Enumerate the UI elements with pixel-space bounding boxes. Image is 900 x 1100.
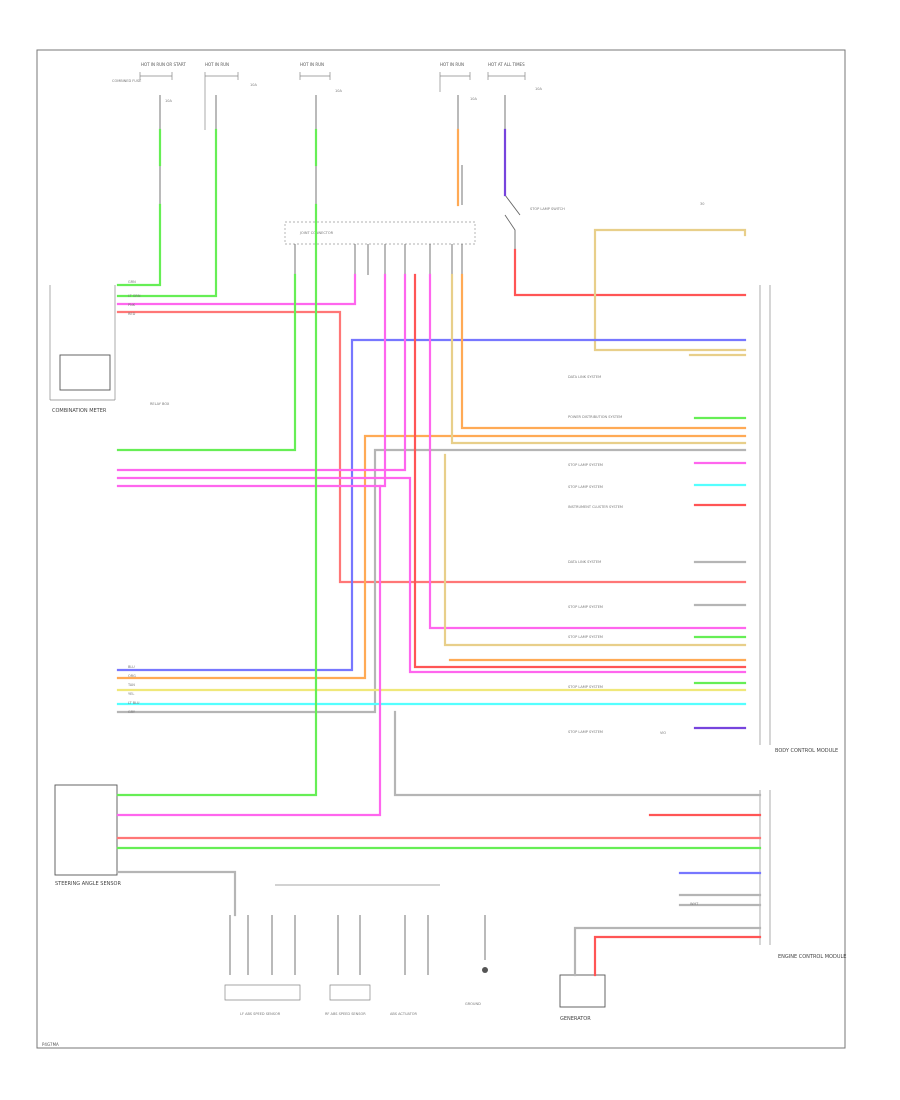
fuse-3-amp: 10A [335,89,342,93]
wire-tag-10: VIO [660,731,666,735]
wire-tan-relay [593,228,747,352]
steering-sensor-box [54,784,118,876]
top-right-ref: 30 [700,202,704,206]
wire-pink-sas [116,484,382,817]
wire-grey-sas [116,870,237,917]
wire-grey-gen [573,926,762,977]
wire-red-gen [593,935,762,977]
fuse-2-label: HOT IN RUN [205,62,229,67]
combination-meter: COMBINATION METER [49,285,116,414]
fuse-1-desc: COMBINED FUSE [112,79,141,83]
system-label-5: INSTRUMENT CLUSTER SYSTEM [568,505,623,509]
steering-angle-sensor: STEERING ANGLE SENSOR [54,784,121,887]
system-labels: DATA LINK SYSTEM POWER DISTRIBUTION SYST… [568,375,623,734]
fuse-block-3: HOT IN RUN 10A [299,62,342,93]
system-label-3: STOP LAMP SYSTEM [568,463,603,467]
wire-orange-1 [460,273,747,430]
ground-label: GROUND [465,1002,481,1006]
ground-icon [482,967,488,973]
system-label-7: STOP LAMP SYSTEM [568,605,603,609]
fuse-5-amp: 10A [535,87,542,91]
engine-control-module: ENGINE CONTROL MODULE [759,790,846,960]
bottom-sensors: LF ABS SPEED SENSOR RF ABS SPEED SENSOR … [224,884,488,1016]
system-label-2: POWER DISTRIBUTION SYSTEM [568,415,622,419]
fuse-4-amp: 10A [470,97,477,101]
wire-tag-5: BLU [128,665,135,669]
fuse-block-2: HOT IN RUN 10A [204,62,257,130]
system-label-8: STOP LAMP SYSTEM [568,635,603,639]
fuse-5-label: HOT AT ALL TIMES [488,62,525,67]
generator-box [559,974,606,1008]
fuse-1-amp: 10A [165,99,172,103]
wire-tag-3: PNK [128,303,136,307]
wire-tag-4: RED [128,312,136,316]
meter-note: RELAY BOX [150,402,170,406]
wire-blue-1 [116,338,747,672]
rf-sensor-label: RF ABS SPEED SENSOR [325,1012,366,1016]
system-label-4: STOP LAMP SYSTEM [568,485,603,489]
wire-grey-1 [116,448,747,714]
wires [116,128,762,977]
fuse-2-amp: 10A [250,83,257,87]
system-label-1: DATA LINK SYSTEM [568,375,601,379]
fuse-block-4: HOT IN RUN 10A [439,62,477,101]
footer-code: P4G7MA [42,1042,59,1047]
wire-tag-1: GRN [128,280,136,284]
wire-pink-meter [116,273,357,306]
fuse-1-label: HOT IN RUN OR START [141,62,186,67]
meter-inner [59,354,111,391]
wire-green-left [116,273,297,452]
combination-meter-label: COMBINATION METER [52,408,107,414]
diagram-frame [36,49,846,1049]
wire-tag-11: GRY [128,710,136,714]
wire-red-stop [513,248,747,297]
generator: GENERATOR [559,974,606,1022]
system-label-9: STOP LAMP SYSTEM [568,685,603,689]
actuator-label: ABS ACTUATOR [390,1012,418,1016]
wire-grey-ecm [393,710,762,797]
wire-tags: GRN LT GRN PNK RED BLU ORG TAN YEL LT BL… [127,280,699,906]
fuse-4-label: HOT IN RUN [440,62,464,67]
wire-pink-left3 [116,273,387,488]
steering-sensor-label: STEERING ANGLE SENSOR [55,881,121,887]
generator-label: GENERATOR [560,1016,591,1022]
module-label: BODY CONTROL MODULE [775,748,838,754]
wire-pink-left2 [116,476,747,674]
wire-tan-3 [450,273,747,445]
wire-pink-mod2 [428,273,747,630]
wire-tag-2: LT GRN [128,294,141,298]
wire-green-meter-top [116,203,162,287]
wire-tag-8: YEL [128,692,134,696]
stop-lamp-switch: STOP LAMP SWITCH [504,194,565,250]
module-connector-column: BODY CONTROL MODULE [759,285,838,754]
wire-tag-9: LT BLU [128,701,140,705]
stop-lamp-switch-label: STOP LAMP SWITCH [530,207,565,211]
ecm-label: ENGINE CONTROL MODULE [778,954,846,960]
wire-pink-left1 [116,273,407,472]
wire-green-meter-2 [116,128,218,298]
system-label-6: DATA LINK SYSTEM [568,560,601,564]
top-connector-ladders [159,95,506,205]
wire-grey-ecm2 [678,893,762,907]
junction-box [284,221,476,245]
wire-green-sas [116,203,318,797]
lf-sensor-label: LF ABS SPEED SENSOR [240,1012,281,1016]
junction-connectors [294,244,463,275]
wire-tag-12: WHT [690,902,699,906]
wire-orange-2 [116,434,747,680]
wire-tag-6: ORG [128,674,136,678]
fuse-block-1: HOT IN RUN OR START COMBINED FUSE 10A [112,62,186,103]
wire-salmon-meter [116,310,747,584]
system-label-10: STOP LAMP SYSTEM [568,730,603,734]
wire-red-mod2 [413,273,747,669]
wire-tan-mod [443,453,747,647]
fuse-block-5: HOT AT ALL TIMES 10A [487,62,542,91]
fuse-3-label: HOT IN RUN [300,62,324,67]
wire-tag-7: TAN [127,683,135,687]
